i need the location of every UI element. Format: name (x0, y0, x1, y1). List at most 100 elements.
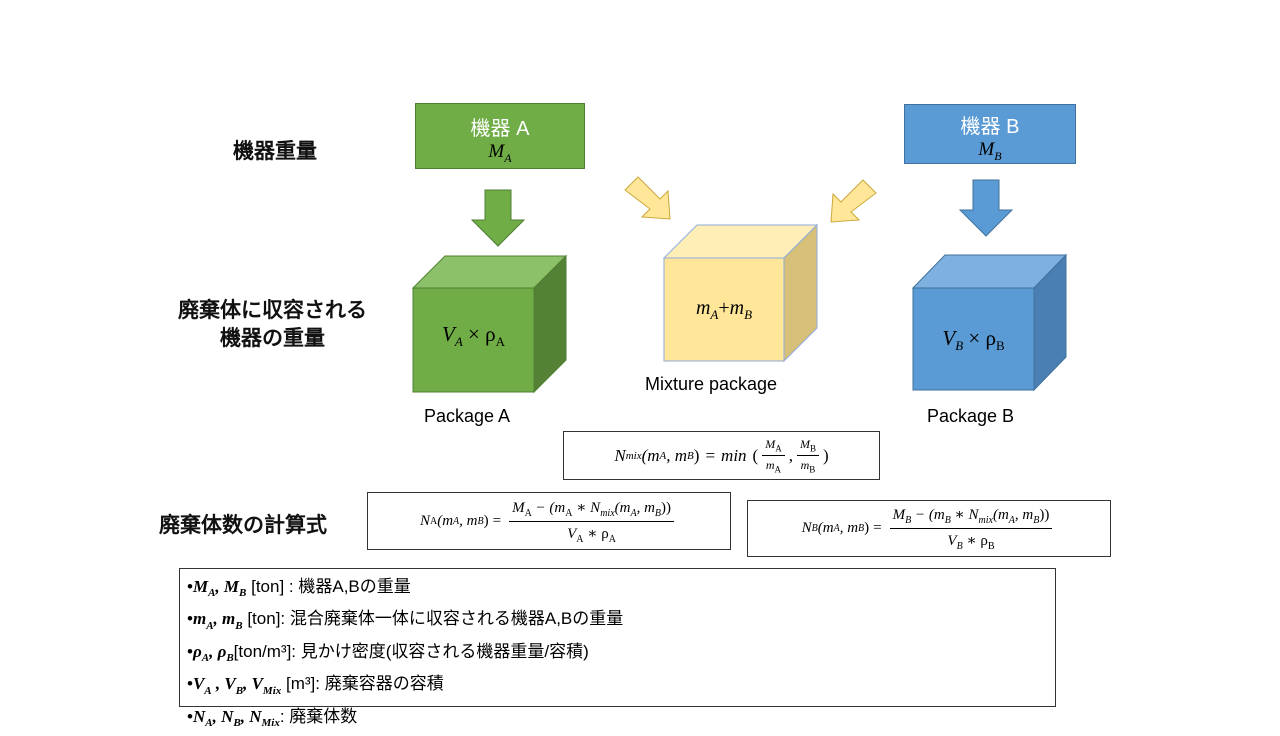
nb-args-mid: , m (1014, 507, 1034, 523)
package-b-cube (911, 253, 1068, 392)
nmix-frac-b-num: M (799, 436, 810, 451)
device-a-box: 機器 A MA (415, 103, 585, 169)
nmix-frac-a: MA mA (762, 436, 785, 475)
mix-plus: + (718, 297, 730, 319)
mix-m-b: m (729, 297, 745, 319)
green-down-arrow-icon (470, 189, 526, 247)
nmix-frac-a-den-sub: A (774, 464, 782, 475)
nb-args-a: A (1008, 515, 1015, 526)
nmix-args-b: B (687, 449, 694, 462)
device-a-title: 機器 A (470, 118, 530, 140)
device-b-mass: MB (905, 139, 1075, 164)
device-b-mass-symbol: M (978, 139, 995, 160)
nmix-frac-a-num: M (765, 436, 776, 451)
na-args-mid: , m (636, 499, 655, 516)
package-a-var: V (442, 322, 455, 346)
na-den-v: V (567, 525, 577, 542)
device-a-mass-symbol: M (488, 141, 505, 162)
nb-den-v: V (947, 533, 957, 549)
nb-m-sub: B (944, 515, 951, 526)
na-lhs-sub: A (429, 515, 438, 527)
mixture-package-caption: Mixture package (645, 374, 778, 394)
nmix-args-mid: , m (666, 445, 688, 465)
nmix-frac-a-den: m (765, 458, 775, 472)
diagram-shapes (411, 176, 1068, 394)
yellow-arrow-left-down-icon (830, 179, 877, 223)
na-num-sub: A (524, 507, 532, 519)
na-lhs: N (419, 512, 430, 529)
na-close: )) (661, 499, 672, 516)
yellow-arrow-right-down-icon (624, 176, 671, 220)
nb-lhs-sub: B (811, 523, 818, 534)
nb-den-v-sub: B (956, 541, 963, 552)
device-b-title: 機器 B (960, 116, 1020, 138)
na-args-a: A (630, 507, 637, 519)
package-a-rho: ρ (485, 322, 496, 346)
package-b-var: V (942, 326, 956, 350)
legend-item: •ρA, ρB[ton/m³]: 見かけ密度(収容される機器重量/容積) (187, 641, 589, 665)
device-a-mass-sub: A (504, 150, 512, 165)
na-fraction: MA − (mA ∗ Nmix(mA, mB)) VA ∗ ρA (509, 498, 675, 545)
legend-item: •mA, mB [ton]: 混合廃棄体一体に収容される機器A,Bの重量 (187, 609, 624, 632)
na-m-sub: A (565, 507, 573, 519)
mixture-package-cube (662, 223, 819, 363)
contained-weight-label: 廃棄体に収容される 機器の重量 (178, 297, 367, 353)
nb-minus: − (m (914, 507, 945, 523)
device-b-box: 機器 B MB (904, 104, 1076, 164)
package-b-formula: VB × ρB (913, 326, 1034, 354)
nb-num: M (892, 507, 906, 523)
legend-box: •MA, MB [ton] : 機器A,Bの重量 •mA, mB [ton]: … (179, 568, 1056, 729)
nmix-frac-b-num-sub: B (809, 443, 816, 453)
legend-item: •VA , VB, VMix [m³]: 廃棄容器の容積 (187, 674, 444, 697)
na-times: ∗ N (576, 499, 601, 516)
package-b-op: × (968, 326, 981, 350)
package-b-rho-sub: B (995, 338, 1005, 354)
na-den-times: ∗ ρ (587, 525, 609, 542)
nmix-frac-b-den-sub: B (809, 464, 816, 475)
nb-den-rho-sub: B (987, 541, 995, 552)
nmix-frac-b: MB mB (796, 436, 819, 475)
nb-fraction: MB − (mB ∗ Nmix(mA, mB)) VB ∗ ρB (889, 505, 1053, 552)
mix-m-a-sub: A (710, 307, 719, 322)
nmix-lhs-sub: mix (625, 449, 642, 462)
package-a-rho-sub: A (495, 334, 505, 350)
nb-times: ∗ N (954, 507, 979, 523)
device-weight-label: 機器重量 (233, 140, 317, 163)
na-den-rho-sub: A (608, 533, 616, 545)
na-args-b: B (654, 507, 662, 519)
mixture-formula: mA+mB (664, 297, 784, 323)
nmix-args-open: (m (641, 445, 660, 465)
package-b-caption: Package B (927, 406, 1015, 426)
nb-args: (m (992, 507, 1009, 523)
package-b-var-sub: B (955, 338, 964, 354)
blue-down-arrow-icon (958, 179, 1014, 237)
legend-item: •MA, MB [ton] : 機器A,Bの重量 (187, 577, 411, 600)
nmix-frac-b-den: m (800, 458, 810, 472)
nmix-args-a: A (659, 449, 667, 462)
na-num: M (512, 499, 525, 516)
nmix-args-close: ) (693, 445, 700, 465)
nb-nmix-sub: mix (978, 515, 993, 526)
package-a-caption: Package A (424, 406, 511, 426)
na-minus: − (m (535, 499, 566, 516)
device-a-mass: MA (416, 141, 584, 166)
contained-weight-line2: 機器の重量 (220, 327, 325, 350)
package-b-rho: ρ (985, 326, 996, 350)
na-den-v-sub: A (576, 533, 584, 545)
na-nmix-sub: mix (600, 507, 615, 519)
nmix-min: min (721, 445, 747, 465)
nb-args-b: B (1033, 515, 1040, 526)
nmix-lhs: N (614, 445, 626, 465)
nmix-equals: = (705, 445, 716, 465)
nb-den-times: ∗ ρ (966, 533, 988, 549)
contained-weight-line1: 廃棄体に収容される (178, 299, 367, 322)
nmix-frac-a-num-sub: A (775, 443, 782, 453)
package-a-cube (411, 254, 568, 394)
nb-close: )) (1039, 507, 1050, 523)
device-b-mass-sub: B (994, 148, 1002, 163)
nb-num-sub: B (905, 515, 912, 526)
mix-m-a: m (695, 297, 711, 319)
package-a-formula: VA × ρA (413, 322, 534, 350)
